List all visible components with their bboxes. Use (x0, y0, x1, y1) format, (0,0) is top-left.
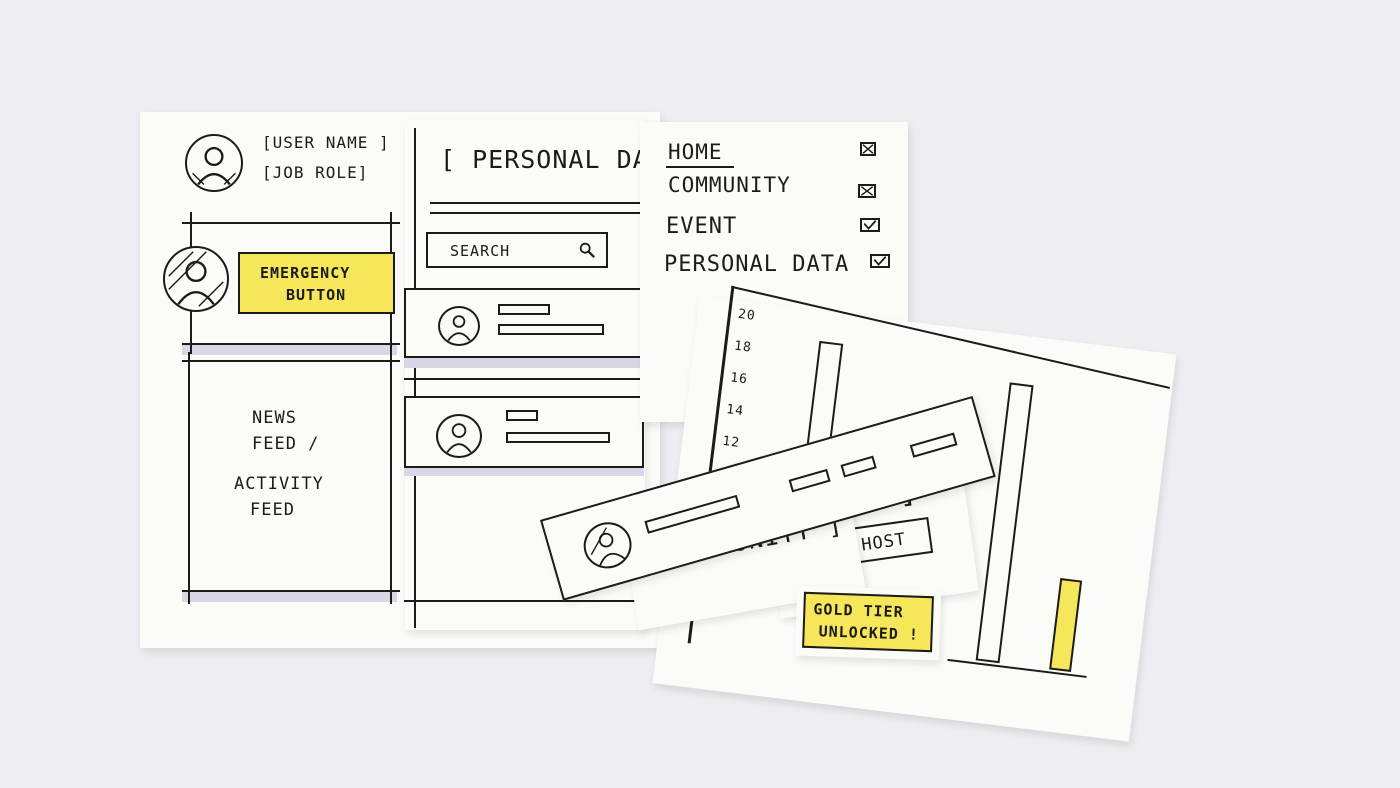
divider (404, 600, 644, 602)
user-icon (168, 251, 224, 307)
user-avatar (436, 414, 482, 458)
badge-line2: UNLOCKED ! (818, 622, 920, 644)
divider (404, 378, 644, 380)
menu-item-event[interactable]: EVENT (666, 214, 738, 239)
text-placeholder (498, 304, 550, 315)
panel-shadow (182, 592, 397, 602)
personal-data-title: [ PERSONAL DA (440, 145, 649, 174)
menu-item-personal-data[interactable]: PERSONAL DATA (664, 252, 850, 277)
menu-item-community[interactable]: COMMUNITY (668, 173, 791, 197)
search-bar[interactable]: SEARCH (426, 232, 608, 268)
list-item[interactable] (404, 288, 644, 358)
checkbox-icon[interactable] (860, 218, 880, 232)
panel-shadow (182, 345, 397, 355)
divider (182, 222, 400, 224)
emergency-label-line1: EMERGENCY (260, 264, 351, 282)
user-icon (590, 527, 626, 566)
search-icon[interactable] (578, 241, 596, 259)
divider (430, 212, 640, 214)
divider (182, 343, 400, 345)
divider (182, 360, 400, 362)
text-placeholder (506, 410, 538, 421)
emergency-button[interactable]: EMERGENCY BUTTON (238, 252, 395, 314)
user-icon (447, 315, 471, 341)
divider (390, 352, 392, 604)
y-tick-label: 18 (733, 338, 753, 356)
checkbox-icon[interactable] (870, 254, 890, 268)
host-label: HOST (860, 529, 908, 556)
news-feed-line3: ACTIVITY (234, 474, 324, 494)
user-name-label: [USER NAME ] (262, 133, 390, 152)
divider (182, 590, 400, 592)
list-item[interactable] (404, 396, 644, 468)
news-feed-line1: NEWS (252, 408, 297, 428)
user-avatar (438, 306, 480, 346)
gold-tier-badge[interactable]: GOLD TIER UNLOCKED ! (802, 591, 934, 653)
checkbox-icon[interactable] (858, 184, 876, 198)
y-tick-label: 14 (725, 402, 745, 420)
emergency-avatar (163, 246, 229, 312)
user-avatar (578, 516, 638, 575)
y-tick-label: 16 (729, 370, 749, 388)
divider (188, 352, 190, 604)
checkbox-icon[interactable] (860, 142, 876, 156)
text-placeholder (498, 324, 604, 335)
search-placeholder: SEARCH (450, 242, 511, 260)
badge-line1: GOLD TIER (813, 600, 904, 622)
news-feed-line4: FEED (250, 500, 295, 520)
news-feed-panel[interactable]: NEWS FEED / ACTIVITY FEED (200, 400, 380, 540)
job-role-label: [JOB ROLE] (262, 163, 369, 182)
slanted-list-card[interactable] (540, 395, 996, 601)
divider (430, 202, 640, 204)
user-icon (446, 423, 472, 453)
y-tick-label: 12 (721, 433, 741, 451)
user-avatar[interactable] (185, 134, 243, 192)
emergency-label-line2: BUTTON (286, 286, 347, 304)
menu-item-home[interactable]: HOME (668, 140, 723, 164)
divider (666, 166, 734, 168)
y-tick-label: 20 (737, 306, 757, 324)
user-icon (192, 146, 236, 186)
news-feed-line2: FEED / (252, 434, 320, 454)
text-placeholder (506, 432, 610, 443)
